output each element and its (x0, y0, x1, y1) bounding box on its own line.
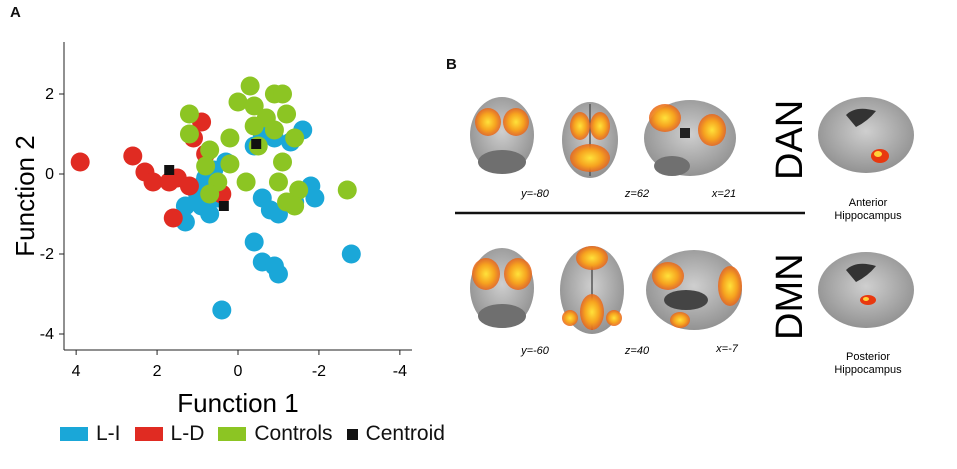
point-controls (236, 172, 256, 192)
point-l-d (143, 172, 163, 192)
x-tick-label: 0 (234, 363, 243, 380)
point-l-i (244, 232, 264, 252)
point-controls (196, 156, 216, 176)
legend-label-l-d: L-D (170, 422, 205, 445)
legend: L-I L-D Controls Centroid (60, 422, 459, 446)
point-controls (244, 96, 264, 116)
point-controls (228, 92, 248, 112)
legend-item-controls: Controls (218, 422, 333, 446)
point-l-d (70, 152, 90, 172)
legend-label-l-i: L-I (96, 422, 121, 445)
point-controls (264, 120, 284, 140)
dmn-axial-slice (560, 246, 624, 334)
y-tick-label: 0 (45, 166, 54, 183)
y-tick-label: -4 (40, 326, 54, 343)
legend-item-centroid: Centroid (346, 422, 445, 446)
point-controls (289, 180, 309, 200)
point-l-d (163, 208, 183, 228)
dan-network-label: DAN (769, 100, 811, 180)
dan-slice-label-1: y=-80 (520, 188, 550, 200)
legend-item-l-d: L-D (134, 422, 205, 446)
point-controls (200, 184, 220, 204)
y-axis-label: Function 2 (10, 135, 40, 256)
point-controls (179, 104, 199, 124)
point-l-i (268, 264, 288, 284)
point-controls (337, 180, 357, 200)
x-tick-label: -2 (312, 363, 326, 380)
dan-slice-label-3: x=21 (711, 188, 736, 200)
y-tick-label: 2 (45, 86, 54, 103)
dmn-network-label: DMN (769, 253, 811, 340)
x-tick-label: 2 (153, 363, 162, 380)
point-controls (220, 154, 240, 174)
point-controls (285, 128, 305, 148)
point-centroid (164, 165, 175, 175)
point-centroid (218, 201, 229, 211)
x-axis-label: Function 1 (177, 388, 298, 418)
dmn-hippocampus-slice (818, 252, 914, 328)
point-controls (285, 196, 305, 216)
dmn-sagittal-slice (646, 250, 742, 330)
dan-slice-label-2: z=62 (624, 188, 649, 200)
point-controls (200, 140, 220, 160)
dan-axial-slice (562, 102, 618, 178)
legend-swatch-controls (218, 427, 247, 441)
point-controls (277, 104, 297, 124)
dmn-slice-label-2: z=40 (624, 345, 650, 357)
point-controls (240, 76, 260, 96)
dan-hippocampus-label-2: Hippocampus (834, 210, 902, 222)
panel-a-label: A (10, 4, 21, 21)
y-tick-label: -2 (40, 246, 54, 263)
point-l-d (123, 146, 143, 166)
dmn-hippocampus-label-2: Hippocampus (834, 364, 902, 376)
point-l-i (212, 300, 232, 320)
legend-swatch-l-d (134, 427, 163, 441)
dan-hippocampus-slice (818, 97, 914, 173)
point-controls (220, 128, 240, 148)
dan-coronal-slice (470, 97, 534, 174)
point-controls (179, 124, 199, 144)
x-tick-label: -4 (393, 363, 407, 380)
point-controls (273, 84, 293, 104)
dmn-slice-label-3: x=-7 (715, 343, 739, 355)
point-l-i (200, 204, 220, 224)
point-l-i (341, 244, 361, 264)
dmn-coronal-slice (470, 248, 534, 328)
point-controls (244, 116, 264, 136)
point-l-i (305, 188, 325, 208)
dmn-slice-label-1: y=-60 (520, 345, 550, 357)
legend-item-l-i: L-I (60, 422, 121, 446)
legend-swatch-l-i (60, 427, 88, 441)
dan-sagittal-slice (644, 100, 736, 176)
legend-label-centroid: Centroid (365, 422, 445, 445)
point-l-i (175, 196, 195, 216)
legend-swatch-centroid (346, 428, 358, 440)
dmn-hippocampus-label-1: Posterior (846, 351, 890, 363)
x-tick-label: 4 (72, 363, 81, 380)
point-controls (273, 152, 293, 172)
point-centroid (251, 139, 262, 149)
legend-label-controls: Controls (254, 422, 333, 445)
panel-b-label: B (446, 56, 457, 73)
dan-hippocampus-label-1: Anterior (849, 197, 888, 209)
point-l-d (179, 176, 199, 196)
point-controls (268, 172, 288, 192)
